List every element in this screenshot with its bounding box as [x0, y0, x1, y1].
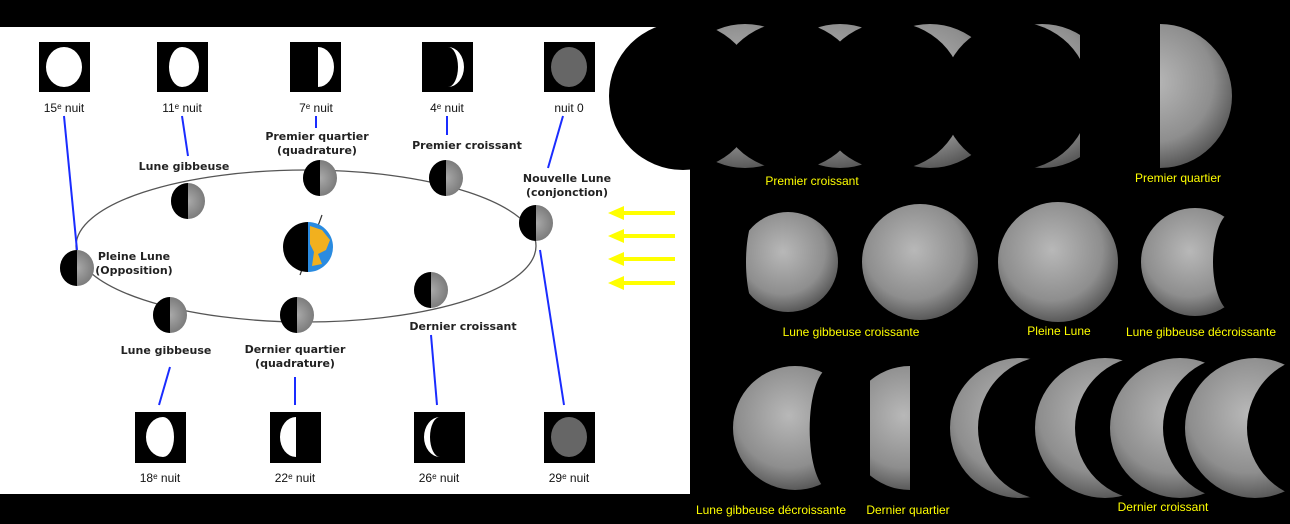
night-label-7: 7ᵉ nuit [299, 101, 333, 115]
photo-label-gibbeuse-croissante: Lune gibbeuse croissante [783, 325, 920, 339]
photo-label-premier-quartier: Premier quartier [1135, 171, 1221, 185]
orbit-moons [60, 160, 553, 333]
phase-box-0 [544, 42, 595, 92]
gibbous-shadow [1213, 212, 1260, 312]
phase-box-26 [414, 412, 465, 463]
earth-icon [283, 214, 333, 276]
label-lune-gibbeuse-bottom: Lune gibbeuse [121, 344, 212, 357]
label-dernier-croissant: Dernier croissant [409, 320, 516, 333]
phase-box-22 [270, 412, 321, 463]
sun-arrow-icon [608, 229, 675, 243]
phase-box-29 [544, 412, 595, 463]
moon-photos [609, 20, 1290, 500]
label-conjonction: (conjonction) [526, 186, 608, 199]
leader-lines [63, 115, 565, 406]
orbit-moon-icon [60, 250, 94, 286]
sunlight-arrows [608, 206, 675, 290]
moon-photo [942, 22, 1114, 170]
moon-photo [998, 202, 1118, 322]
sun-arrow-icon [608, 206, 675, 220]
label-premier-croissant: Premier croissant [412, 139, 522, 152]
label-pleine-lune: Pleine Lune [98, 250, 170, 263]
orbit-moon-icon [414, 272, 448, 308]
moon-photo [862, 204, 978, 320]
label-opposition: (Opposition) [95, 264, 172, 277]
orbit-moon-icon [519, 205, 553, 241]
label-nouvelle-lune: Nouvelle Lune [523, 172, 611, 185]
night-label-4: 4ᵉ nuit [430, 101, 464, 115]
night-label-29: 29ᵉ nuit [549, 471, 590, 485]
moon-photo [738, 212, 838, 312]
night-label-11: 11ᵉ nuit [162, 101, 202, 115]
photo-label-dernier-croissant: Dernier croissant [1118, 500, 1209, 514]
moon-photo [1185, 358, 1290, 498]
phase-box-7 [290, 42, 341, 92]
orbit-moon-icon [429, 160, 463, 196]
photo-label-gibbeuse-decroissante-1: Lune gibbeuse décroissante [1126, 325, 1276, 339]
night-label-15: 15ᵉ nuit [44, 101, 85, 115]
sun-arrow-icon [608, 252, 675, 266]
gibbous-shadow [809, 368, 870, 490]
quarter-shadow [1080, 20, 1160, 175]
phase-box-15 [39, 42, 90, 92]
label-dernier-quartier: Dernier quartier [245, 343, 346, 356]
photo-label-premier-croissant: Premier croissant [765, 174, 859, 188]
gibbous-shadow [730, 212, 760, 312]
night-label-18: 18ᵉ nuit [140, 471, 181, 485]
night-label-22: 22ᵉ nuit [275, 471, 316, 485]
night-label-26: 26ᵉ nuit [419, 471, 460, 485]
sun-arrow-icon [608, 276, 675, 290]
photo-label-pleine-lune: Pleine Lune [1027, 324, 1091, 338]
label-quadrature-top: (quadrature) [277, 144, 357, 157]
phase-box-4 [422, 42, 473, 92]
phase-box-11 [157, 42, 208, 92]
photo-label-dernier-quartier: Dernier quartier [866, 503, 949, 517]
label-premier-quartier: Premier quartier [265, 130, 369, 143]
photo-labels: Premier croissant Premier quartier Lune … [696, 171, 1276, 517]
orbit-diagram: 15ᵉ nuit 11ᵉ nuit 7ᵉ nuit 4ᵉ nuit nuit 0… [0, 27, 690, 494]
label-lune-gibbeuse-top: Lune gibbeuse [139, 160, 230, 173]
orbit-moon-icon [303, 160, 337, 196]
orbit-moon-icon [280, 297, 314, 333]
orbit-moon-icon [171, 183, 205, 219]
orbit-moon-icon [153, 297, 187, 333]
phase-box-18 [135, 412, 186, 463]
night-label-0: nuit 0 [554, 101, 584, 115]
label-quadrature-bottom: (quadrature) [255, 357, 335, 370]
photo-label-gibbeuse-decroissante-2: Lune gibbeuse décroissante [696, 503, 846, 517]
